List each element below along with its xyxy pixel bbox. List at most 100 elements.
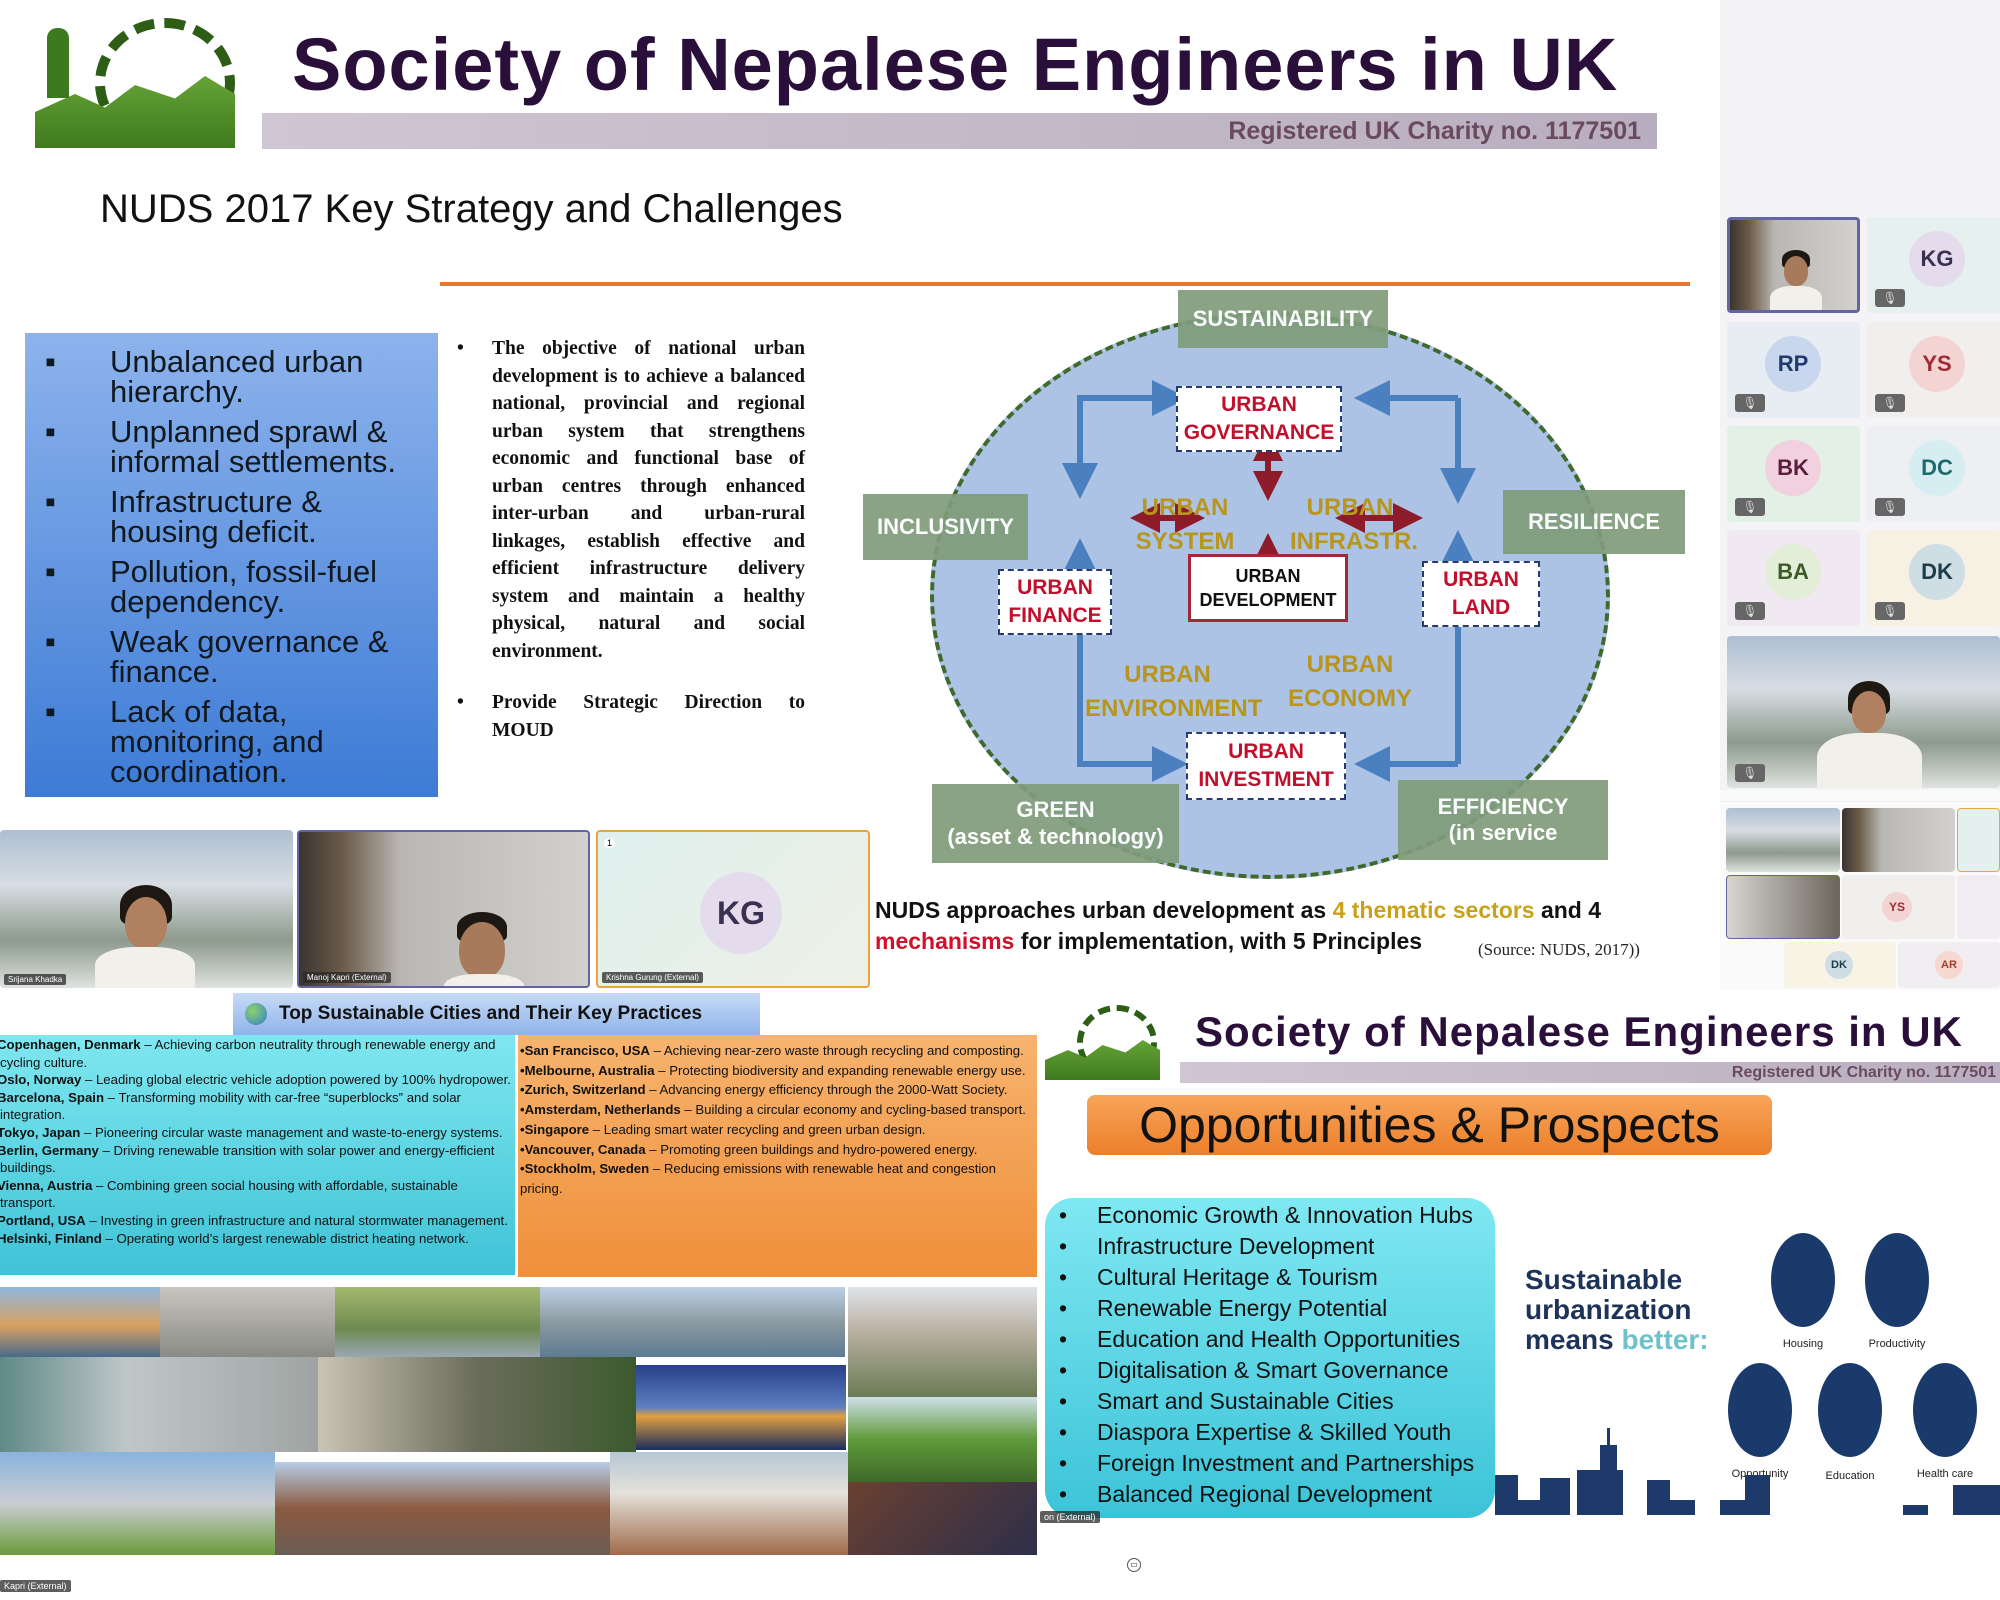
avatar: AR [1935,951,1963,979]
mechanism-land: URBAN LAND [1422,561,1540,627]
city-photo [610,1452,848,1555]
avatar: BK [1765,440,1821,496]
presenter-name-chip: Kapri (External) [0,1580,71,1592]
city-item: •Melbourne, Australia – Protecting biodi… [520,1062,1026,1078]
source-note: (Source: NUDS, 2017)) [1478,940,1640,959]
city-item: Helsinki, Finland – Operating world’s la… [0,1230,469,1246]
gallery-panel: KG 🎙 RP 🎙 YS 🎙 BK 🎙 DC 🎙 BA 🎙 DK 🎙 🎙 [1720,0,2000,990]
green-line1: GREEN [1016,797,1095,823]
cities-title-bar: Top Sustainable Cities and Their Key Pra… [233,993,760,1035]
mini-tile: DK [1784,942,1896,988]
mini-tile: YS [1842,875,1955,939]
mini-tile [1726,808,1840,872]
mic-muted-icon: 🎙 [1875,289,1905,307]
challenge-item: Infrastructure & housing deficit. [25,486,438,547]
principle-resilience: RESILIENCE [1503,490,1685,554]
presenter-name-chip: on (External) [1040,1511,1100,1523]
opportunity-item: Cultural Heritage & Tourism [1045,1262,1495,1293]
mechanism-investment: URBAN INVESTMENT [1186,732,1346,800]
raised-hand-badge: 1 [604,838,616,848]
gallery-tile[interactable]: DK 🎙 [1867,530,2000,626]
caption-mechanisms: mechanisms [875,928,1015,954]
sone-logo [1045,1005,1160,1080]
mechanism-governance: URBAN GOVERNANCE [1176,386,1342,452]
city-photo [275,1462,610,1555]
caption-text: for implementation, with 5 Principles [1014,928,1423,954]
avatar: KG [700,872,782,954]
video-tile-srijana[interactable]: Srijana Khadka [0,830,293,988]
city-item: Oslo, Norway – Leading global electric v… [0,1072,511,1088]
icon-label: Education [1825,1470,1875,1482]
opportunity-item: Renewable Energy Potential [1045,1293,1495,1324]
video-tile-large[interactable]: 🎙 [1727,636,2000,788]
mic-muted-icon: 🎙 [1875,498,1905,516]
mic-muted-icon: 🎙 [1735,764,1765,782]
city-photo [318,1357,636,1452]
city-item: •Vancouver, Canada – Promoting green bui… [520,1141,978,1157]
gallery-tile[interactable]: KG 🎙 [1867,217,2000,313]
city-photo [848,1482,1037,1555]
mini-tile: AR [1898,942,2000,988]
avatar: DK [1825,951,1853,979]
city-photo [0,1452,275,1555]
efficiency-line2: (in service [1448,820,1558,845]
slide-title: NUDS 2017 Key Strategy and Challenges [100,187,843,231]
opportunity-item: Economic Growth & Innovation Hubs [1045,1200,1495,1231]
city-photo [335,1287,540,1357]
health-care-icon [1913,1363,1977,1457]
camera-icon[interactable]: ▭ [1127,1558,1141,1572]
opportunities-slide: Society of Nepalese Engineers in UK Regi… [1040,990,2000,1600]
gallery-tile[interactable]: YS 🎙 [1867,322,2000,418]
efficiency-line1: EFFICIENCY [1437,793,1569,819]
cities-title: Top Sustainable Cities and Their Key Pra… [279,1003,703,1024]
video-tile-krishna[interactable]: 1 KG Krishna Gurung (External) [596,830,870,988]
education-icon [1818,1363,1882,1457]
sector-environment: URBAN ENVIRONMENT [1085,661,1263,722]
city-item: •Stockholm, Sweden – Reducing emissions … [520,1161,996,1196]
opportunity-item: Diaspora Expertise & Skilled Youth [1045,1417,1495,1448]
mic-muted-icon: 🎙 [1735,498,1765,516]
avatar: DC [1909,440,1965,496]
mic-muted-icon: 🎙 [1875,394,1905,412]
sector-system: URBAN SYSTEM [1135,494,1235,555]
charity-bar: Registered UK Charity no. 1177501 [262,113,1657,149]
avatar: BA [1765,544,1821,600]
cities-slide: Top Sustainable Cities and Their Key Pra… [0,990,1037,1600]
principle-inclusivity: INCLUSIVITY [863,494,1028,560]
icon-label: Health care [1916,1468,1974,1480]
mini-tile [1957,808,2000,872]
city-item: •Zurich, Switzerland – Advancing energy … [520,1082,1008,1098]
video-tile-self[interactable] [1727,217,1860,313]
opportunity-icon [1728,1363,1792,1457]
opportunities-box: Economic Growth & Innovation Hubs Infras… [1045,1198,1495,1518]
avatar: RP [1765,336,1821,392]
video-tile-manoj[interactable]: Manoj Kapri (External) [297,830,590,988]
gallery-tile[interactable]: BA 🎙 [1727,530,1860,626]
diagram-caption: NUDS approaches urban development as 4 t… [875,895,1645,957]
participant-name: Manoj Kapri (External) [303,972,391,983]
cities-left-box: Copenhagen, Denmark – Achieving carbon n… [0,1035,515,1275]
green-line2: (asset & technology) [947,823,1164,849]
city-item: •Amsterdam, Netherlands – Building a cir… [520,1102,1026,1118]
city-photo [636,1365,846,1450]
participant-name: Krishna Gurung (External) [602,972,703,983]
gallery-tile[interactable]: RP 🎙 [1727,322,1860,418]
nuds-diagram: SUSTAINABILITY INCLUSIVITY RESILIENCE GR… [860,286,1700,886]
mechanism-finance: URBAN FINANCE [998,569,1112,635]
challenge-item: Lack of data, monitoring, and coordinati… [25,696,438,787]
city-item: Copenhagen, Denmark – Achieving carbon n… [0,1037,496,1070]
city-photo [540,1287,845,1357]
caption-text: NUDS approaches urban development as [875,897,1333,923]
opportunity-item: Balanced Regional Development [1045,1479,1495,1510]
opportunity-item: Digitalisation & Smart Governance [1045,1355,1495,1386]
mini-tile [1726,875,1840,939]
sector-infrastructure: URBAN INFRASTR. [1290,494,1418,555]
city-photo [0,1287,160,1357]
challenge-item: Pollution, fossil-fuel dependency. [25,556,438,617]
city-photo [160,1287,335,1357]
productivity-icon [1865,1233,1929,1327]
center-urban-development: URBAN DEVELOPMENT [1188,554,1348,622]
direction-paragraph: Provide Strategic Direction to MOUD [492,692,805,741]
gallery-tile[interactable]: DC 🎙 [1867,426,2000,522]
gallery-tile[interactable]: BK 🎙 [1727,426,1860,522]
